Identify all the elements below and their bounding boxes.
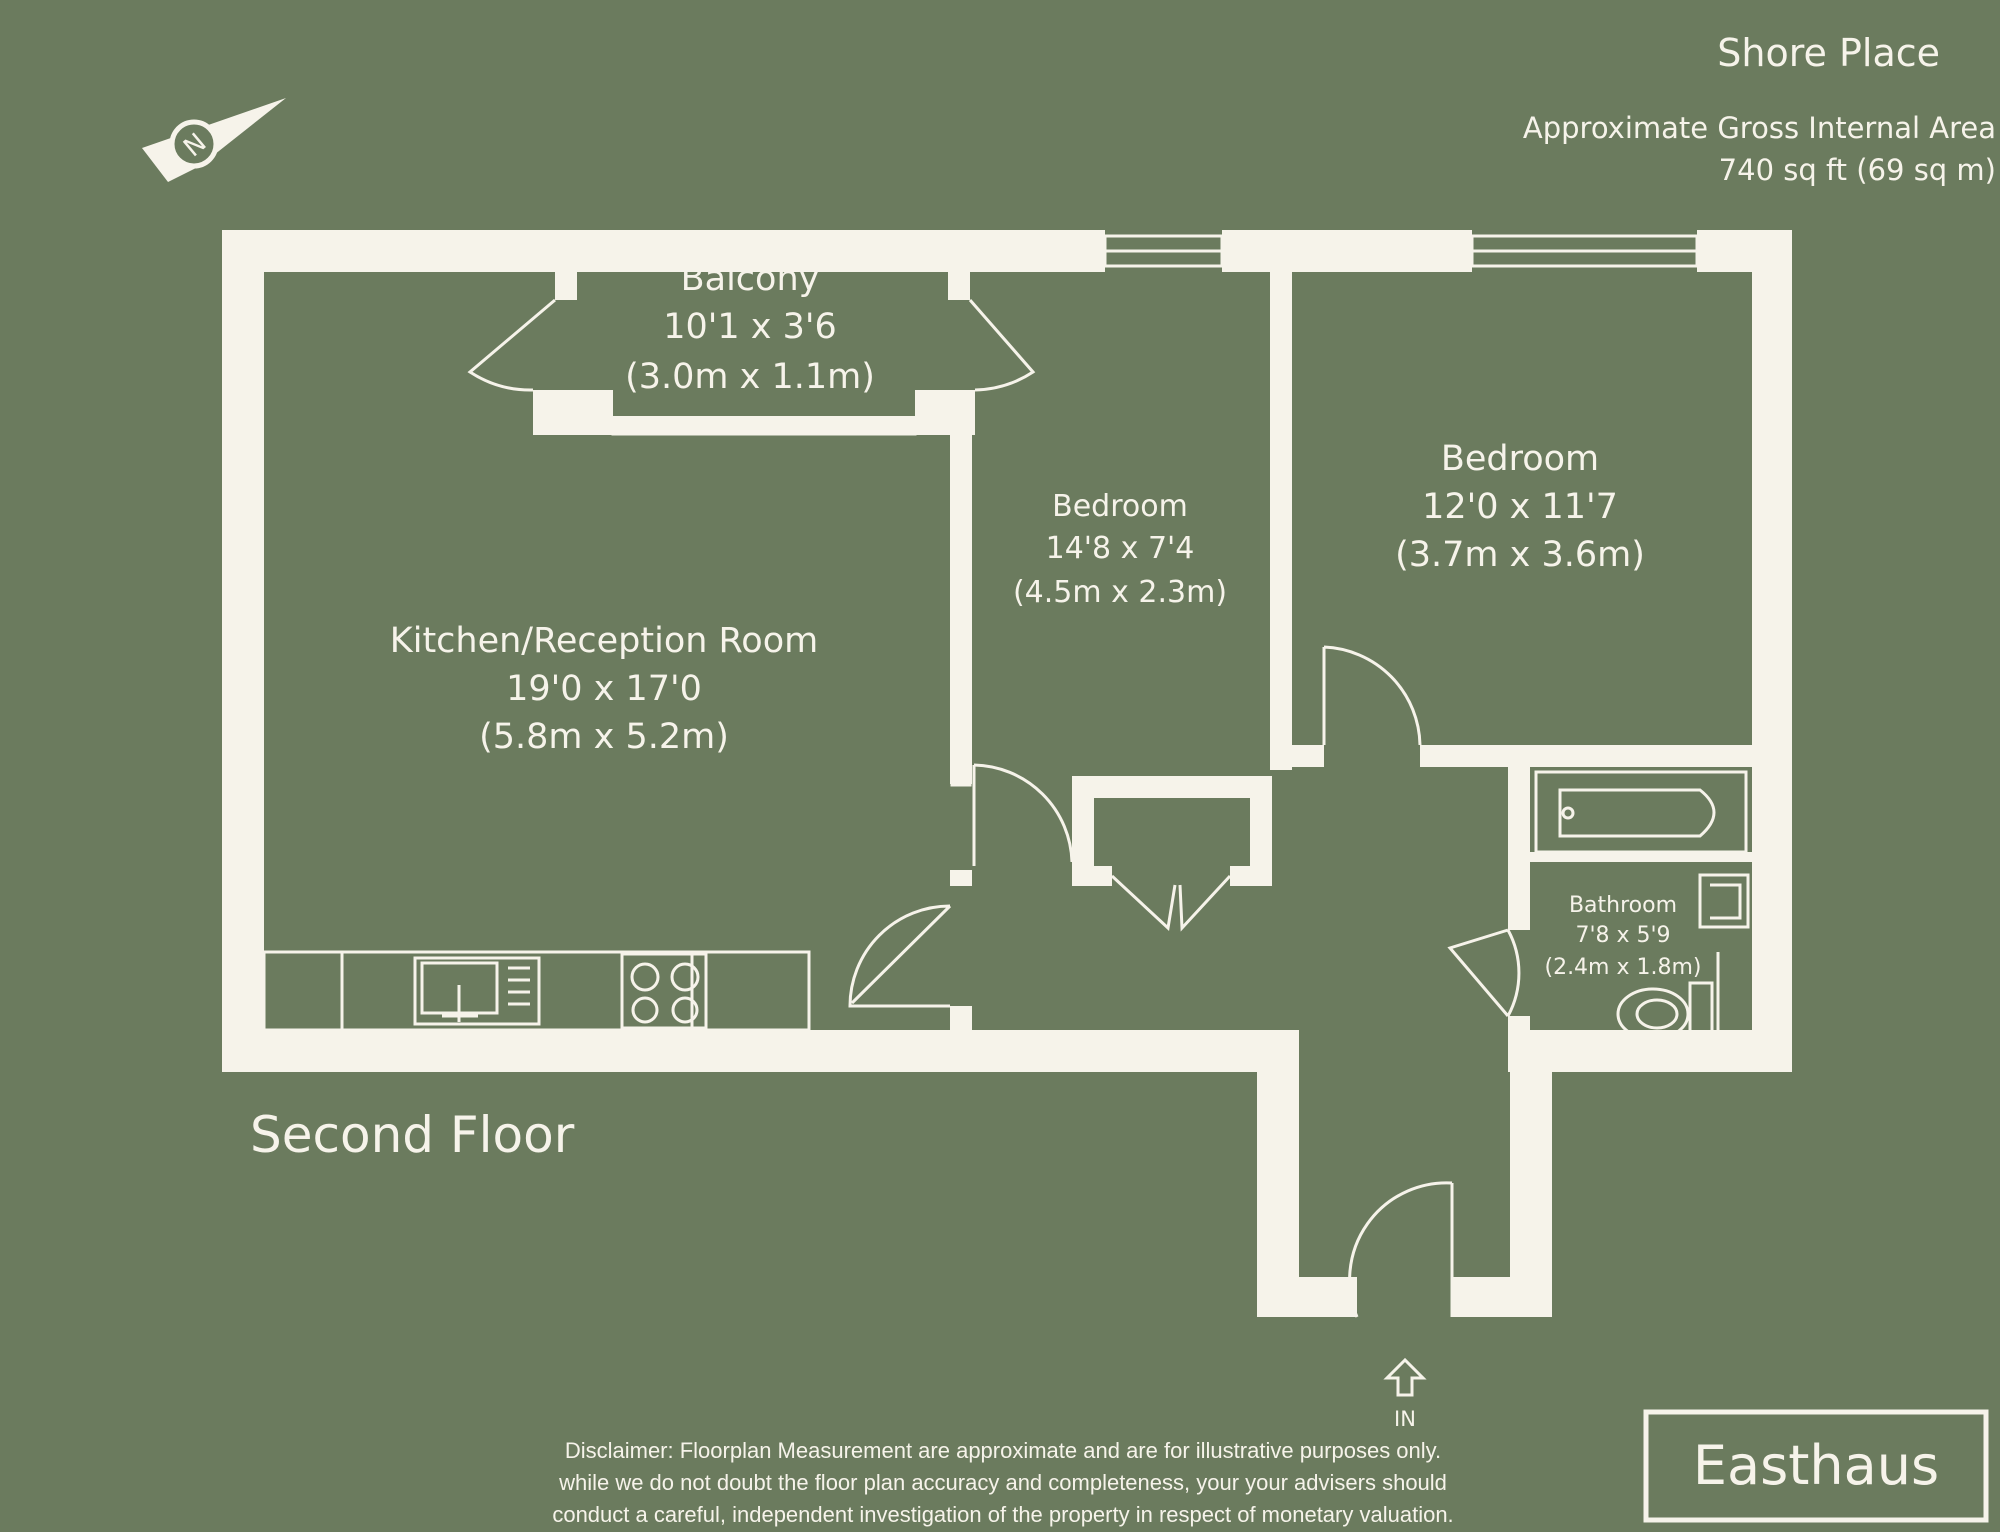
room-size-imperial: 14'8 x 7'4	[1046, 531, 1195, 566]
property-name: Shore Place	[1717, 31, 1940, 75]
disclaimer-line: while we do not doubt the floor plan acc…	[558, 1470, 1447, 1495]
room-size-metric: (2.4m x 1.8m)	[1544, 955, 1701, 980]
room-name: Bedroom	[1441, 439, 1599, 479]
area-label: Approximate Gross Internal Area	[1523, 111, 1996, 145]
bathroom-fixtures	[1534, 770, 1750, 1072]
disclaimer: Disclaimer: Floorplan Measurement are ap…	[552, 1438, 1453, 1527]
room-size-imperial: 7'8 x 5'9	[1575, 923, 1670, 948]
room-name: Bedroom	[1052, 489, 1188, 524]
room-label-bedroom-large: Bedroom 12'0 x 11'7 (3.7m x 3.6m)	[1395, 439, 1645, 575]
entrance-label: IN	[1394, 1407, 1416, 1431]
brand-logo: Easthaus	[1643, 1409, 1989, 1523]
entrance-arrow-icon	[1383, 1357, 1427, 1397]
room-size-metric: (5.8m x 5.2m)	[479, 717, 729, 757]
room-label-balcony: Balcony 10'1 x 3'6 (3.0m x 1.1m)	[625, 259, 875, 397]
area-value: 740 sq ft (69 sq m)	[1719, 153, 1996, 187]
room-label-kitchen: Kitchen/Reception Room 19'0 x 17'0 (5.8m…	[390, 621, 818, 757]
room-name: Balcony	[681, 259, 820, 299]
windows	[611, 234, 1699, 787]
compass-icon: N	[142, 98, 286, 182]
room-name: Kitchen/Reception Room	[390, 621, 818, 661]
floor-label: Second Floor	[250, 1106, 575, 1164]
door-swings	[467, 298, 1521, 1318]
room-size-metric: (4.5m x 2.3m)	[1013, 575, 1227, 610]
room-name: Bathroom	[1569, 893, 1677, 918]
disclaimer-line: conduct a careful, independent investiga…	[552, 1502, 1453, 1527]
kitchen-units	[262, 950, 811, 1032]
room-label-bathroom: Bathroom 7'8 x 5'9 (2.4m x 1.8m)	[1544, 893, 1701, 980]
disclaimer-line: Disclaimer: Floorplan Measurement are ap…	[565, 1438, 1441, 1463]
room-size-metric: (3.0m x 1.1m)	[625, 357, 875, 397]
room-size-imperial: 12'0 x 11'7	[1422, 487, 1618, 527]
room-size-metric: (3.7m x 3.6m)	[1395, 535, 1645, 575]
room-size-imperial: 10'1 x 3'6	[663, 307, 837, 347]
floorplan-walls	[222, 230, 1792, 1317]
brand-name: Easthaus	[1693, 1434, 1939, 1497]
room-size-imperial: 19'0 x 17'0	[506, 669, 702, 709]
room-label-bedroom-small: Bedroom 14'8 x 7'4 (4.5m x 2.3m)	[1013, 489, 1227, 610]
